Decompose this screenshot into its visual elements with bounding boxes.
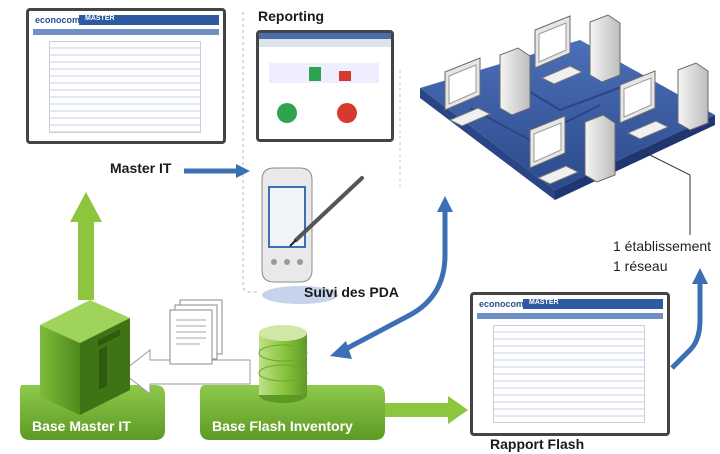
stylus-icon [289,176,364,247]
workstation-icon [534,14,621,85]
network-label-line2: 1 réseau [613,258,668,274]
master-it-label: Master IT [110,160,172,176]
app-nav-band [33,29,219,35]
app-title-band [79,15,219,25]
arrow-blue-rapport-to-network [670,268,708,370]
master-it-screen: econocom MASTER [26,8,226,144]
reporting-label: Reporting [258,8,325,24]
arrow-white-left [121,348,251,396]
brand-logo: econocom [479,299,525,309]
arrow-green-right [385,396,468,424]
database-icon [258,325,308,403]
app-nav-band [477,313,663,319]
rapport-flash-label: Rapport Flash [490,436,585,452]
network-label-line1: 1 établissement [613,238,712,254]
suivi-pda-label: Suivi des PDA [304,284,399,300]
pie-chart-green [277,103,297,123]
base-flash-inventory-label: Base Flash Inventory [212,418,353,434]
arrow-blue-db-to-network [330,196,453,359]
reporting-screen [256,30,394,142]
dashed-divider [242,12,258,293]
app-title: MASTER [529,299,559,306]
pda-icon [261,167,338,304]
form-block [493,325,645,423]
workstation-icon [619,62,709,140]
workstation-icon [444,47,531,127]
base-master-it-label: Base Master IT [32,418,131,434]
pie-chart-red [337,103,357,123]
server-icon [40,300,130,415]
workstation-icon [529,114,616,185]
window-title-band [259,33,391,39]
bar-chart [269,63,379,83]
form-block [49,41,201,133]
brand-logo: econocom [35,15,81,25]
document-icon [169,299,223,365]
base-flash-inventory-platform [200,385,385,440]
app-title: MASTER [85,15,115,22]
arrow-green-up [70,192,102,300]
toolbar-band [259,39,391,47]
app-title-band [523,299,663,309]
arrow-blue-masterit-to-pda [184,164,250,178]
rapport-flash-screen: econocom MASTER [470,292,670,436]
